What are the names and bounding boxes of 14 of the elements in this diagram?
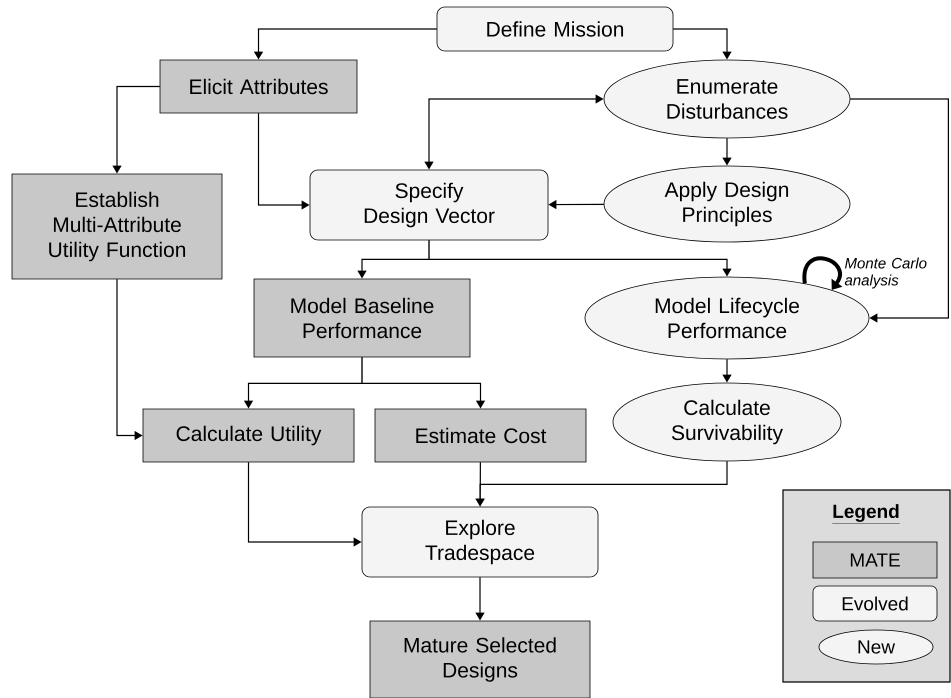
- process-box: Estimate Cost: [374, 408, 586, 462]
- legend-title: Legend: [832, 504, 900, 524]
- arrow: [850, 98, 949, 323]
- ellipse-node: Apply Design Principles: [604, 166, 850, 242]
- process-box: Model Baseline Performance: [254, 278, 470, 358]
- rounded-box: Specify Design Vector: [310, 170, 548, 240]
- process-box: Mature Selected Designs: [370, 620, 590, 698]
- rounded-box: Explore Tradespace: [362, 506, 598, 578]
- ellipse-node: Enumerate Disturbances: [604, 60, 850, 138]
- process-box: Establish Multi-Attribute Utility Function: [12, 174, 222, 280]
- rounded-box: Define Mission: [436, 6, 674, 52]
- process-box: Elicit Attributes: [160, 60, 358, 114]
- ellipse-node: Calculate Survivability: [612, 382, 842, 462]
- process-box: Calculate Utility: [142, 408, 354, 462]
